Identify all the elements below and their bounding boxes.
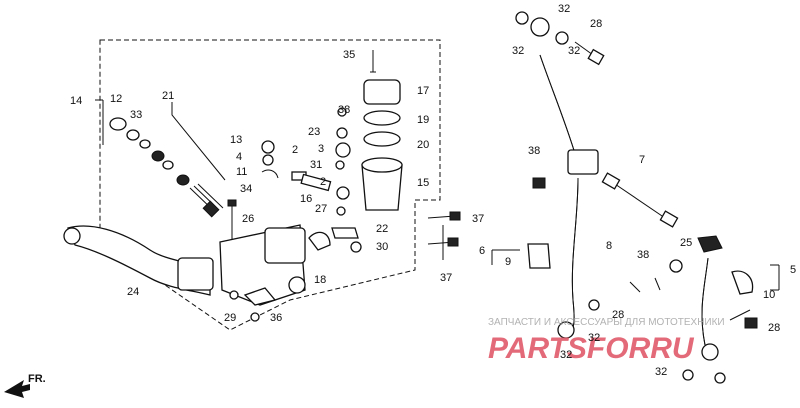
label-28b: 28 xyxy=(612,309,624,321)
label-9: 9 xyxy=(505,256,511,268)
direction-arrow: FR. xyxy=(4,373,46,398)
label-8: 8 xyxy=(606,240,612,252)
label-37b: 37 xyxy=(440,272,452,284)
part-labels: 35 17 38 19 23 20 3 31 15 2 2 13 4 11 34… xyxy=(70,3,796,378)
label-5: 5 xyxy=(790,264,796,276)
label-32d: 32 xyxy=(588,332,600,344)
label-3: 3 xyxy=(318,143,324,155)
label-32b: 32 xyxy=(558,3,570,15)
brake-lever[interactable] xyxy=(63,225,214,296)
label-10: 10 xyxy=(763,289,775,301)
label-4: 4 xyxy=(236,151,242,163)
label-18: 18 xyxy=(314,274,326,286)
label-25: 25 xyxy=(680,237,692,249)
label-7: 7 xyxy=(639,154,645,166)
label-2b: 2 xyxy=(320,176,326,188)
label-16: 16 xyxy=(300,193,312,205)
label-11: 11 xyxy=(236,166,247,178)
label-17: 17 xyxy=(417,85,429,97)
brake-hose-upper xyxy=(515,11,605,189)
label-27: 27 xyxy=(315,203,327,215)
brake-hose-lower xyxy=(527,177,600,339)
label-22: 22 xyxy=(376,223,388,235)
label-31: 31 xyxy=(310,159,322,171)
piston-assembly xyxy=(109,117,224,218)
bracket-21 xyxy=(171,102,226,181)
label-28c: 28 xyxy=(768,322,780,334)
caliper-hose xyxy=(491,235,780,384)
label-12: 12 xyxy=(110,93,122,105)
label-21: 21 xyxy=(162,90,174,102)
label-38b: 38 xyxy=(528,145,540,157)
label-15: 15 xyxy=(417,177,429,189)
watermark: ЗАПЧАСТИ И АКСЕССУАРЫ ДЛЯ МОТОТЕХНИКИ PA… xyxy=(488,317,725,365)
label-37a: 37 xyxy=(472,213,484,225)
label-26: 26 xyxy=(242,213,254,225)
direction-label: FR. xyxy=(28,373,46,385)
bracket-14 xyxy=(95,99,104,145)
master-cylinder-body[interactable] xyxy=(219,224,306,306)
label-36: 36 xyxy=(270,312,282,324)
label-2a: 2 xyxy=(292,144,298,156)
label-35: 35 xyxy=(343,49,355,61)
small-parts xyxy=(227,107,461,322)
label-32e: 32 xyxy=(560,349,572,361)
label-33: 33 xyxy=(130,109,142,121)
label-19: 19 xyxy=(417,114,429,126)
label-23: 23 xyxy=(308,126,320,138)
label-13: 13 xyxy=(230,134,242,146)
label-32c: 32 xyxy=(568,45,580,57)
label-14: 14 xyxy=(70,95,82,107)
watermark-tagline: ЗАПЧАСТИ И АКСЕССУАРЫ ДЛЯ МОТОТЕХНИКИ xyxy=(488,317,725,328)
label-20: 20 xyxy=(417,139,429,151)
reservoir-assembly xyxy=(361,50,403,211)
label-32f: 32 xyxy=(655,366,667,378)
label-30: 30 xyxy=(376,241,388,253)
label-38c: 38 xyxy=(637,249,649,261)
label-28a: 28 xyxy=(590,18,602,30)
label-34: 34 xyxy=(240,183,252,195)
label-29: 29 xyxy=(224,312,236,324)
brake-pipe xyxy=(601,172,679,228)
label-24: 24 xyxy=(127,286,139,298)
label-6: 6 xyxy=(479,245,485,257)
label-32a: 32 xyxy=(512,45,524,57)
label-38a: 38 xyxy=(338,104,350,116)
watermark-logo: PARTSFORRU xyxy=(488,332,695,365)
